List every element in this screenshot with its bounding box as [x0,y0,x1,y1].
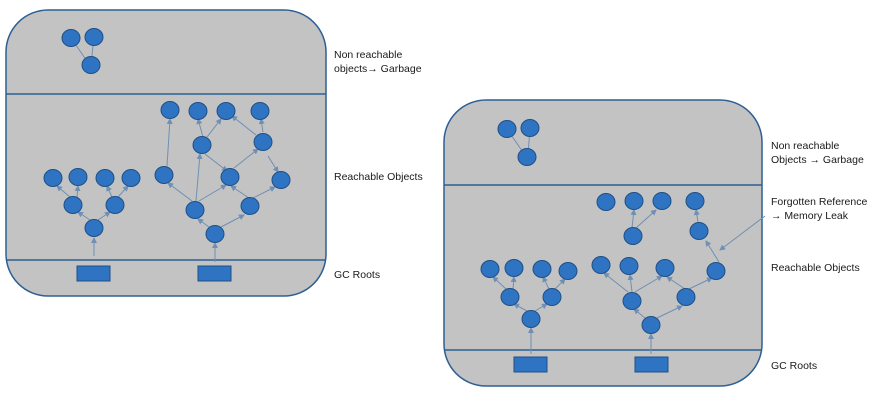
gc-root [513,356,548,373]
object-node [160,101,180,119]
object-node [517,148,537,166]
object-node [61,29,81,47]
object-node [154,166,174,184]
object-node [84,28,104,46]
left-label-roots: GC Roots [334,269,381,281]
object-node [500,288,520,306]
object-node [253,133,273,151]
right-gc-roots [513,356,669,373]
object-node [43,169,63,187]
right-label-reachable: Reachable Objects [771,262,860,274]
label-line: objects→ Garbage [334,63,422,75]
label-line: Forgotten Reference [771,196,868,208]
object-node [81,56,101,74]
object-node [520,119,540,137]
object-node [216,102,236,120]
object-node [596,193,616,211]
label-line: → Memory Leak [771,210,849,222]
object-node [558,262,578,280]
object-node [521,310,541,328]
object-node [532,260,552,278]
object-node [706,262,726,280]
right-label-roots: GC Roots [771,360,818,372]
object-node [188,102,208,120]
right-heap-panel [443,99,766,387]
leak-callout-arrow [719,215,766,251]
object-node [480,260,500,278]
left-label-garbage: Non reachable objects→ Garbage [334,48,422,76]
right-label-garbage: Non reachable Objects → Garbage [771,139,864,167]
object-node [250,102,270,120]
right-label-leak: Forgotten Reference → Memory Leak [771,195,867,223]
object-node [689,222,709,240]
object-node [676,288,696,306]
object-node [623,227,643,245]
left-reachable-objects [43,101,291,243]
right-garbage-objects [497,119,540,166]
left-garbage-objects [61,28,104,74]
right-reachable-objects [480,256,726,334]
right-edges [492,209,720,354]
object-node [192,136,212,154]
right-leaked-objects [596,192,709,245]
object-node [205,225,225,243]
object-node [95,169,115,187]
object-node [185,201,205,219]
object-node [271,171,291,189]
object-node [655,259,675,277]
object-node [68,168,88,186]
object-node [105,196,125,214]
object-node [685,192,705,210]
label-line: Objects → Garbage [771,154,864,166]
object-node [63,196,83,214]
object-node [542,288,562,306]
gc-root [634,356,669,373]
gc-root [197,265,232,282]
object-node [504,259,524,277]
gc-root [76,265,111,282]
object-node [619,257,639,275]
left-label-reachable: Reachable Objects [334,171,423,183]
label-line: Non reachable [771,140,840,152]
left-gc-roots [76,265,232,282]
left-heap-panel [5,9,327,297]
object-node [622,292,642,310]
object-node [497,120,517,138]
object-node [591,256,611,274]
left-edges [56,115,279,262]
object-node [220,168,240,186]
object-node [624,192,644,210]
label-line: Non reachable [334,49,403,61]
object-node [84,219,104,237]
object-node [121,169,141,187]
object-node [641,316,661,334]
object-node [240,197,260,215]
object-node [652,192,672,210]
